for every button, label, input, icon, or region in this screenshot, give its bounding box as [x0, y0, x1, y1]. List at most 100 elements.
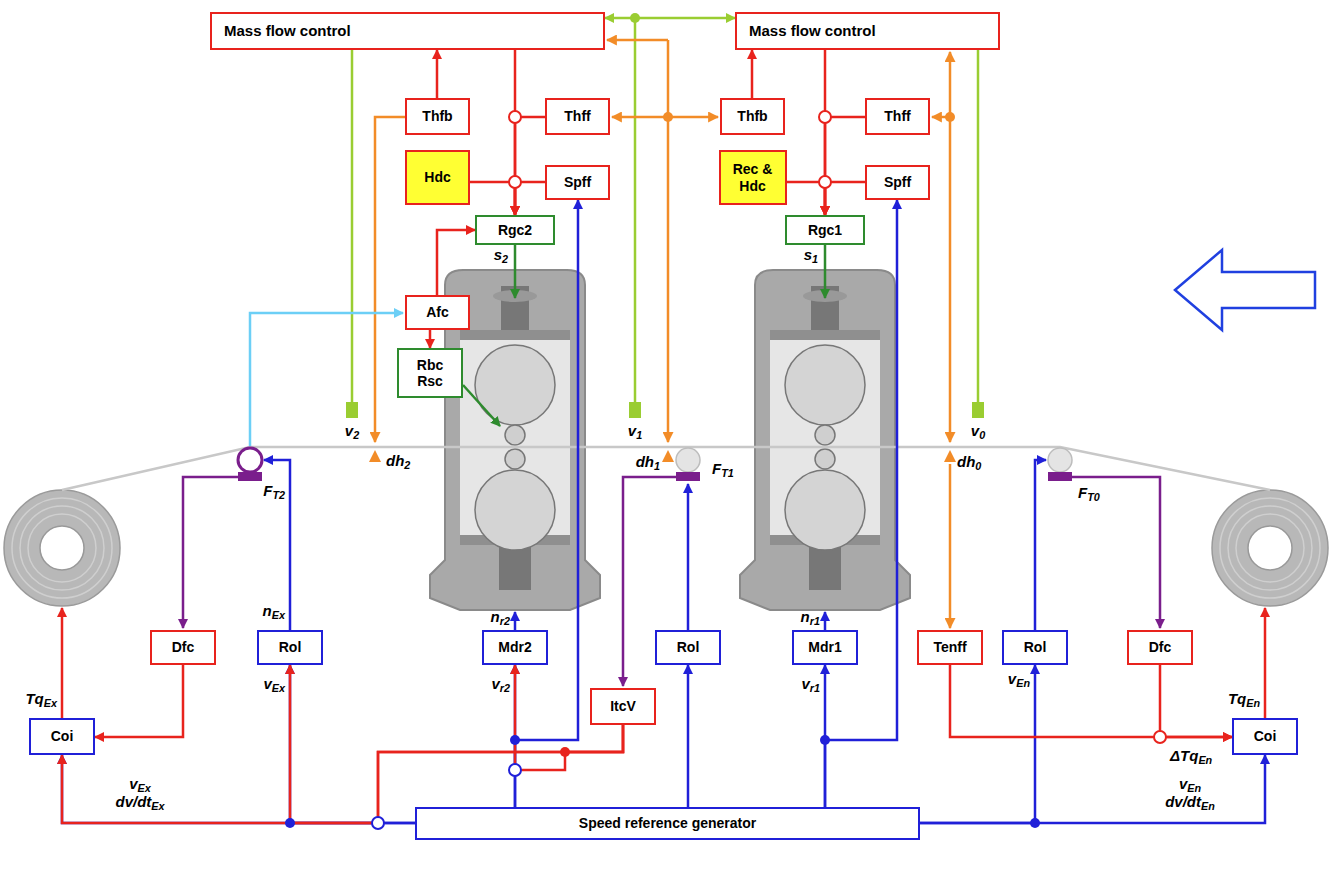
- summing-junction: [372, 817, 384, 829]
- signal-subscript: 1: [654, 460, 660, 472]
- tension-roll: [676, 472, 700, 481]
- signal-subscript: r2: [500, 615, 510, 627]
- coil: [4, 490, 120, 606]
- signal-symbol: n: [491, 608, 500, 625]
- signal-subscript: Ex: [272, 682, 285, 694]
- signal-subscript: 0: [975, 460, 981, 472]
- signal-subscript: En: [1201, 800, 1215, 812]
- signal-connector: [95, 665, 183, 737]
- coil: [1212, 490, 1328, 606]
- junction-dot: [285, 818, 295, 828]
- signal-symbol: n: [263, 602, 272, 619]
- box-label: Coi: [51, 728, 74, 744]
- control-box: Mass flow control: [735, 12, 1000, 50]
- speed-sensor: [346, 18, 984, 418]
- signal-name: vEx: [263, 676, 285, 694]
- coil: [20, 506, 104, 590]
- signal-name: FT2: [263, 483, 285, 501]
- torque-signal: [1264, 608, 1267, 718]
- control-box: Rol: [257, 630, 323, 665]
- signal-name: vEn: [1008, 671, 1030, 689]
- coil: [40, 526, 84, 570]
- signal-connector: [605, 17, 735, 20]
- thickness-gauge: [944, 450, 956, 462]
- mill-stand: [740, 270, 910, 610]
- summing-junction: [509, 111, 521, 123]
- box-label: Hdc: [424, 169, 450, 185]
- signal-connector: [787, 182, 826, 215]
- actuator-signal: [824, 245, 827, 298]
- signal-name: TqEn: [1228, 691, 1260, 709]
- control-box: Thfb: [720, 98, 785, 135]
- signal-symbol: v: [345, 422, 353, 439]
- signal-symbol: s: [494, 246, 502, 263]
- coil: [12, 498, 112, 598]
- junction-dot: [663, 112, 673, 122]
- signal-subscript: r1: [810, 682, 820, 694]
- signal-name: nr1: [801, 609, 820, 627]
- control-box: Rgc2: [475, 215, 555, 245]
- thickness-gauge: [369, 40, 956, 628]
- speed-sensor: [972, 402, 984, 418]
- signal-symbol: n: [801, 608, 810, 625]
- signal-subscript: En: [1246, 697, 1260, 709]
- signal-symbol: dh: [636, 453, 654, 470]
- signal-name: FT1: [712, 461, 734, 479]
- drive-signal: [687, 484, 690, 630]
- control-box: Dfc: [150, 630, 216, 665]
- control-box: Thff: [865, 98, 930, 135]
- thickness-gauge: [949, 117, 952, 442]
- tension-roll: [238, 472, 262, 481]
- tension-signal: [1072, 477, 1160, 628]
- signal-subscript: En: [1198, 754, 1212, 766]
- box-label: ItcV: [610, 698, 636, 714]
- box-label: Thfb: [737, 108, 767, 124]
- speed-sensor: [977, 50, 980, 402]
- coil: [4, 490, 1328, 606]
- box-label: Rgc2: [498, 222, 532, 238]
- signal-symbol: v: [1008, 670, 1016, 687]
- signal-subscript: Ex: [272, 609, 285, 621]
- box-label: Dfc: [172, 639, 195, 655]
- thickness-gauge: [668, 116, 718, 119]
- control-box: Mdr2: [482, 630, 548, 665]
- box-label: Dfc: [1149, 639, 1172, 655]
- thickness-gauge: [662, 450, 674, 462]
- signal-connector: [825, 200, 897, 807]
- signal-connector: [290, 665, 623, 823]
- signal-symbol: v: [1179, 775, 1187, 792]
- summing-junction: [372, 111, 1166, 829]
- signal-subscript: Ex: [44, 697, 57, 709]
- control-box: Rbc Rsc: [397, 348, 463, 398]
- signal-connector: [429, 330, 432, 348]
- signal-subscript: En: [1016, 677, 1030, 689]
- signal-subscript: 2: [502, 253, 508, 265]
- tension-roll: [1048, 448, 1072, 472]
- signal-symbol: Tq: [1228, 690, 1246, 707]
- drive-signal: [824, 612, 827, 630]
- thickness-gauge: [612, 116, 668, 119]
- box-label: Mdr1: [808, 639, 841, 655]
- signal-connector: [290, 665, 415, 823]
- signal-subscript: En: [1187, 782, 1201, 794]
- signal-symbol: s: [804, 246, 812, 263]
- coil: [1220, 498, 1320, 598]
- signal-connector: [437, 230, 475, 295]
- junction-dot: [560, 747, 570, 757]
- signal-connector: [751, 50, 754, 98]
- control-box: Spff: [865, 165, 930, 200]
- box-label: Thfb: [422, 108, 452, 124]
- signal-connector: [825, 182, 865, 215]
- signal-name: nEx: [263, 603, 285, 621]
- strip: [62, 447, 1270, 490]
- signal-subscript: 2: [353, 429, 359, 441]
- control-box: Coi: [1232, 718, 1298, 755]
- control-box: Hdc: [405, 150, 470, 205]
- signal-name: v0: [971, 423, 985, 441]
- summing-junction: [509, 764, 521, 776]
- signal-name: ΔTqEn: [1170, 748, 1212, 766]
- actuator-signal: [463, 245, 825, 426]
